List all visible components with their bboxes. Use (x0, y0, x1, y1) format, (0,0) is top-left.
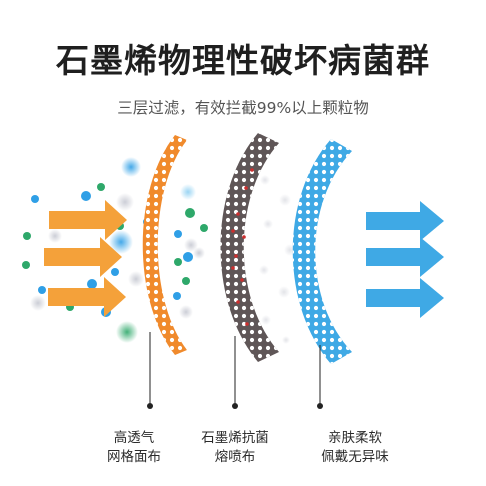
outgoing-arrow-icon (366, 278, 444, 318)
layer-label-skin-line1: 亲肤柔软 (328, 430, 382, 446)
layer-label-skin-line2: 佩戴无异味 (321, 449, 389, 465)
leader-dots (147, 403, 323, 409)
filter-layer-skin (292, 139, 352, 364)
layer-label-graphene-line2: 熔喷布 (214, 449, 256, 465)
trapped-particles (231, 168, 254, 326)
incoming-arrows (44, 200, 127, 317)
layer-label-mesh-line1: 高透气 (113, 430, 155, 446)
outgoing-arrow-icon (366, 201, 444, 241)
layer-label-skin: 亲肤柔软 佩戴无异味 (300, 429, 410, 467)
layer-label-graphene-line1: 石墨烯抗菌 (201, 430, 269, 446)
filter-layer-graphene (220, 133, 279, 362)
layer-label-mesh: 高透气 网格面布 (79, 429, 189, 467)
particles-middle (173, 184, 208, 319)
incoming-arrow-icon (48, 277, 126, 317)
particles-faint (259, 175, 296, 344)
filter-layer-mesh (142, 135, 187, 355)
layer-label-mesh-line2: 网格面布 (107, 449, 161, 465)
leader-lines (149, 332, 321, 405)
page-title: 石墨烯物理性破坏病菌群 (56, 41, 430, 80)
incoming-arrow-icon (44, 237, 122, 277)
outgoing-arrows (366, 201, 444, 318)
particles-left (22, 157, 151, 343)
page-subtitle: 三层过滤，有效拦截99%以上颗粒物 (117, 99, 369, 117)
incoming-arrow-icon (49, 200, 127, 240)
outgoing-arrow-icon (366, 237, 444, 277)
layer-label-graphene: 石墨烯抗菌 熔喷布 (180, 429, 290, 467)
